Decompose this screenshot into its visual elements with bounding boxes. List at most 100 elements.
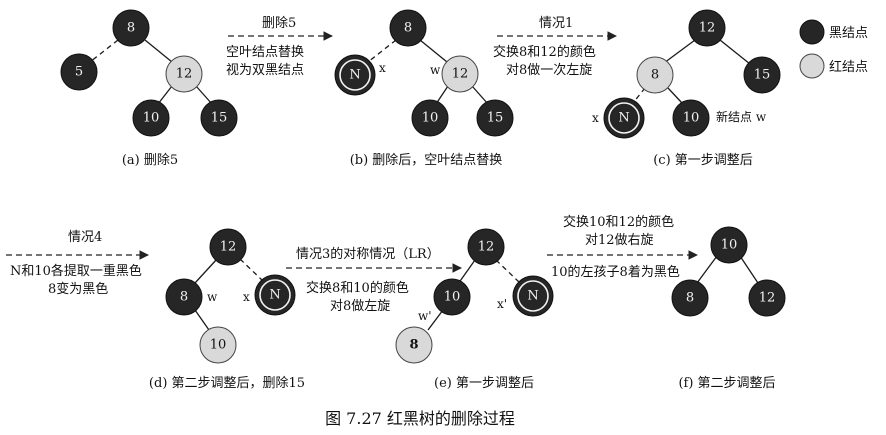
caption-c: (c) 第一步调整后 (653, 153, 753, 168)
edge-c-8-10 (667, 87, 683, 104)
edge-c-12-8 (663, 39, 696, 64)
node-f-10: 10 (710, 226, 748, 264)
edge-d-8-10 (194, 309, 210, 331)
panel-f: 10 8 12 (f) 第二步调整后 (671, 226, 786, 391)
svg-text:12: 12 (759, 291, 776, 306)
step-1-line1: 删除5 (262, 16, 296, 31)
svg-text:15: 15 (487, 111, 504, 126)
svg-text:8: 8 (127, 21, 135, 36)
step-4-line2: 交换8和10的颜色 (306, 280, 409, 296)
svg-text:10: 10 (721, 238, 738, 253)
node-f-8: 8 (671, 279, 709, 317)
node-b-15: 15 (476, 99, 514, 137)
legend-black-label: 黑结点 (829, 26, 868, 41)
caption-a: (a) 删除5 (122, 153, 178, 168)
caption-b: (b) 删除后，空叶结点替换 (350, 153, 503, 168)
label-d-x: x (243, 290, 250, 304)
node-a-15: 15 (200, 99, 238, 137)
step-3-line1: 情况4 (68, 230, 102, 245)
node-e-N: N (512, 275, 554, 317)
svg-text:8: 8 (409, 338, 418, 353)
label-c-x: x (592, 111, 599, 125)
node-a-12: 12 (165, 55, 203, 93)
svg-text:12: 12 (452, 67, 469, 82)
caption-e: (e) 第一步调整后 (434, 376, 534, 391)
node-c-8: 8 (636, 56, 674, 94)
svg-text:10: 10 (143, 111, 160, 126)
svg-text:8: 8 (651, 68, 659, 83)
step-4-line1: 情况3的对称情况（LR） (296, 246, 440, 262)
edge-b-12-10 (435, 85, 449, 105)
svg-text:10: 10 (683, 111, 700, 126)
node-c-10: 10 (672, 99, 710, 137)
legend: 黑结点 红结点 (799, 19, 868, 79)
caption-f: (f) 第二步调整后 (678, 376, 775, 391)
step-5: 交换10和12的颜色 对12做右旋 10的左孩子8着为黑色 (547, 214, 698, 280)
label-b-w: w (430, 63, 441, 77)
svg-text:10: 10 (210, 338, 227, 353)
node-a-5: 5 (60, 53, 98, 91)
edge-e-10-8 (427, 309, 444, 331)
node-c-N: N (603, 97, 645, 139)
panel-a: 8 5 12 10 15 (a) 删除5 (60, 9, 238, 168)
label-d-w: w (207, 290, 218, 304)
svg-text:N: N (618, 111, 629, 126)
legend-black-swatch (799, 19, 825, 45)
edge-a-12-10 (157, 85, 173, 105)
node-e-12: 12 (467, 228, 505, 266)
legend-red-label: 红结点 (829, 59, 868, 75)
edge-d-12-8 (194, 258, 218, 284)
svg-text:N: N (527, 289, 538, 304)
figure-title: 图 7.27 红黑树的删除过程 (325, 409, 515, 428)
step-3-line2: N和10各提取一重黑色 (10, 263, 142, 279)
node-d-10: 10 (199, 326, 237, 364)
node-d-N: N (254, 274, 296, 316)
node-f-12: 12 (748, 279, 786, 317)
step-4-line3: 对8做左旋 (330, 299, 390, 314)
step-2-line1: 情况1 (539, 16, 573, 31)
node-a-10: 10 (132, 99, 170, 137)
svg-text:8: 8 (686, 291, 694, 306)
node-a-8: 8 (112, 9, 150, 47)
panel-b: 8 N x w 12 10 15 (b) 删除后，空叶结点替换 (334, 9, 514, 168)
svg-text:12: 12 (478, 240, 495, 255)
svg-text:N: N (269, 288, 280, 303)
step-3: 情况4 N和10各提取一重黑色 8变为黑色 (6, 230, 149, 297)
svg-text:12: 12 (176, 67, 193, 82)
label-c-w: 新结点 w (716, 109, 767, 124)
edge-e-12-10 (457, 259, 476, 285)
node-c-15: 15 (743, 56, 781, 94)
panel-d: 12 8 w x N 10 (d) 第二步调整后，删除15 (149, 228, 305, 391)
edge-a-12-15 (195, 85, 213, 105)
edge-e-12-N (495, 259, 521, 284)
svg-text:5: 5 (75, 65, 83, 80)
node-e-10: 10 (433, 278, 471, 316)
edge-d-12-N (239, 258, 264, 282)
step-5-line1: 交换10和12的颜色 (563, 214, 674, 230)
step-1-line3: 视为双黑结点 (226, 63, 304, 78)
node-b-10: 10 (411, 99, 449, 137)
svg-text:12: 12 (699, 21, 716, 36)
edge-f-10-12 (739, 255, 759, 284)
label-e-x: x' (497, 297, 507, 311)
step-2: 情况1 交换8和12的颜色 对8做一次左旋 (493, 16, 617, 78)
step-4: 情况3的对称情况（LR） 交换8和10的颜色 对8做左旋 (286, 246, 462, 314)
step-3-line3: 8变为黑色 (48, 281, 108, 297)
panel-e: 12 10 N w' x' 8 (e) 第一步调整后 (395, 228, 554, 391)
svg-text:N: N (349, 68, 360, 83)
edge-b-8-N (367, 39, 397, 63)
svg-text:10: 10 (422, 111, 439, 126)
node-e-8: 8 (395, 326, 433, 364)
node-c-12: 12 (688, 9, 726, 47)
node-b-N: N (334, 54, 376, 96)
edge-a-8-12 (144, 39, 173, 63)
node-d-12: 12 (209, 228, 247, 266)
label-e-w: w' (418, 309, 432, 323)
svg-text:12: 12 (220, 240, 237, 255)
legend-red-swatch (799, 53, 825, 79)
edge-c-12-15 (719, 39, 751, 65)
edge-b-8-12 (419, 39, 448, 63)
svg-text:8: 8 (180, 290, 188, 305)
edge-a-8-5 (89, 39, 119, 63)
